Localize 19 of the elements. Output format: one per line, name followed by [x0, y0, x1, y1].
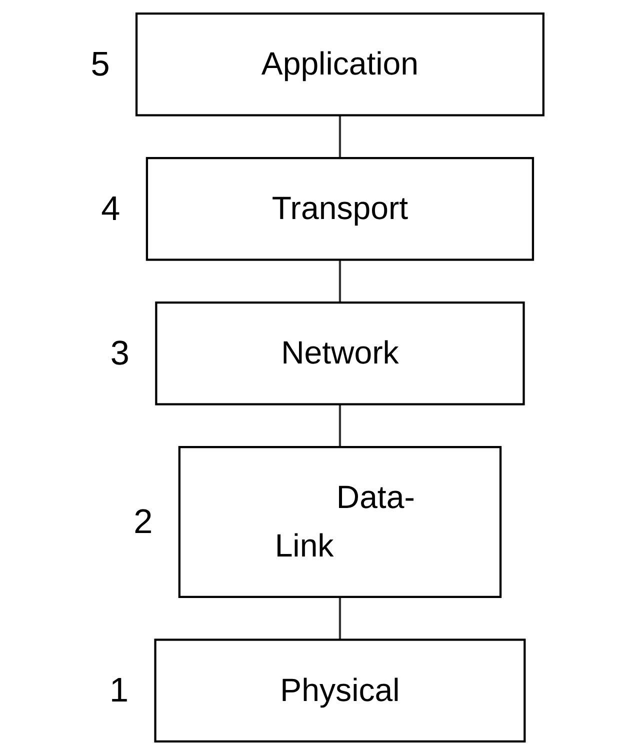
layer-number: 4: [101, 190, 120, 228]
layer-number: 2: [134, 503, 153, 541]
connector-line: [338, 115, 342, 158]
layer-label: Transport: [270, 190, 410, 229]
connector-line: [338, 404, 342, 448]
connector-line: [338, 596, 342, 640]
layer-label: Application: [260, 46, 420, 84]
layer-box: [135, 12, 544, 116]
layer-box: [146, 157, 534, 261]
layer-number: 1: [109, 672, 129, 710]
layer-box: [155, 302, 525, 406]
layer-label: Physical: [279, 672, 401, 710]
layer-number: 5: [90, 45, 110, 84]
layer-box: [154, 638, 526, 742]
connector-line: [338, 260, 342, 303]
layer-number: 3: [110, 334, 130, 372]
layer-box: [178, 446, 502, 598]
layer-label: Network: [280, 334, 400, 374]
layer-label: Data-Link: [274, 479, 416, 566]
